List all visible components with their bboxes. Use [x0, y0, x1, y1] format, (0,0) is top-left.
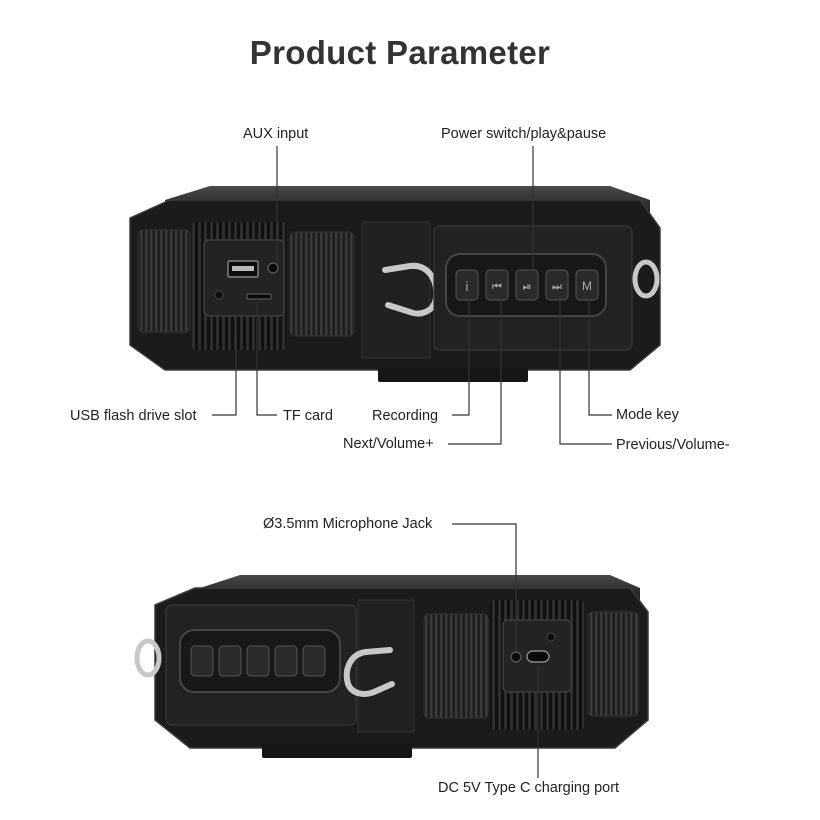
next-button[interactable] — [485, 269, 509, 301]
label-next-volume: Next/Volume+ — [343, 436, 434, 452]
label-aux-input: AUX input — [243, 126, 309, 142]
front-control-buttons: i ⏮ ⏯ ⏭ M — [455, 269, 599, 301]
hanging-ring-icon — [632, 259, 660, 299]
strap-ring-icon — [343, 647, 395, 697]
label-mic-jack: Ø3.5mm Microphone Jack — [263, 516, 433, 532]
microphone-jack-icon — [510, 651, 522, 663]
mode-button[interactable] — [575, 269, 599, 301]
tf-slot-icon — [246, 293, 272, 300]
play-pause-button[interactable] — [515, 269, 539, 301]
record-button[interactable] — [455, 269, 479, 301]
hanging-ring-icon — [134, 638, 162, 678]
page-title: Product Parameter — [249, 34, 551, 71]
speaker-front-view: i ⏮ ⏯ ⏭ M — [129, 186, 661, 382]
back-control-buttons — [190, 645, 326, 677]
label-power-switch: Power switch/play&pause — [441, 126, 607, 142]
label-usb-slot: USB flash drive slot — [70, 408, 197, 424]
label-tf-card: TF card — [283, 408, 333, 424]
usb-c-port-icon — [526, 650, 550, 663]
speaker-back-view — [134, 575, 649, 758]
play-button-glyph: ⏯ — [523, 280, 532, 293]
label-recording: Recording — [372, 408, 439, 424]
previous-button-glyph: ⏭ — [552, 280, 562, 293]
previous-button[interactable] — [545, 269, 569, 301]
mode-button-glyph: M — [582, 279, 592, 293]
label-mode-key: Mode key — [616, 407, 679, 423]
label-charging-port: DC 5V Type C charging port — [438, 780, 620, 796]
callout-lines — [212, 146, 612, 778]
aux-jack-icon — [267, 262, 279, 274]
label-previous-volume: Previous/Volume- — [616, 437, 730, 453]
record-button-glyph: i — [466, 279, 469, 294]
next-button-glyph: ⏮ — [492, 280, 502, 293]
